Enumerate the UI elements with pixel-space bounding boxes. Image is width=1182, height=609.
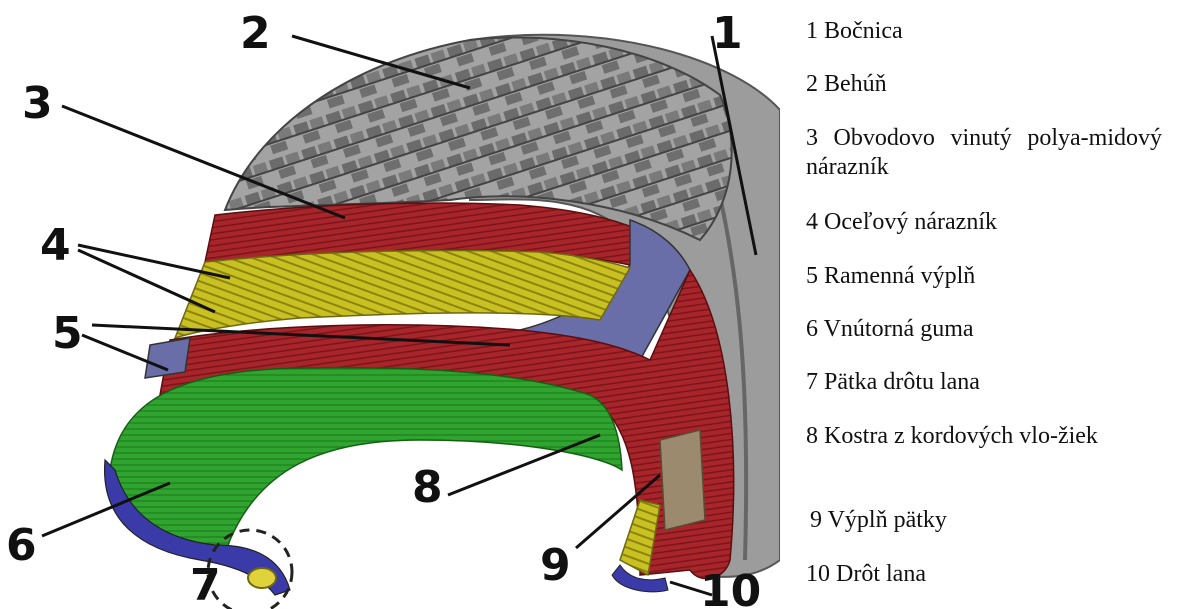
- callout-2: 2: [240, 8, 271, 59]
- legend-item-1: 1 Bočnica: [806, 17, 1162, 46]
- callout-8: 8: [412, 462, 443, 513]
- legend-item-8: 8 Kostra z kordových vlo-žiek: [806, 422, 1162, 451]
- tire-cross-section-illustration: 1 2 3 4 5 6 7 8 9 10: [0, 0, 780, 609]
- legend-item-5: 5 Ramenná výplň: [806, 262, 1162, 291]
- callout-3: 3: [22, 78, 53, 129]
- legend-item-10: 10 Drôt lana: [806, 560, 1162, 589]
- callout-1: 1: [712, 8, 743, 59]
- callout-5: 5: [52, 308, 83, 359]
- callout-6: 6: [6, 520, 37, 571]
- legend-item-9: 9 Výplň pätky: [810, 506, 1166, 535]
- legend-item-3: 3 Obvodovo vinutý polya-midový nárazník: [806, 124, 1162, 182]
- legend-item-6: 6 Vnútorná guma: [806, 315, 1162, 344]
- callout-4: 4: [40, 220, 71, 271]
- legend-item-2: 2 Behúň: [806, 70, 1162, 99]
- callout-9: 9: [540, 540, 571, 591]
- legend-item-7: 7 Pätka drôtu lana: [806, 368, 1162, 397]
- left-bead-wire: [248, 568, 276, 588]
- legend-item-4: 4 Oceľový nárazník: [806, 208, 1162, 237]
- legend-list: 1 Bočnica 2 Behúň 3 Obvodovo vinutý poly…: [806, 0, 1162, 609]
- callout-10: 10: [700, 566, 761, 609]
- bead-filler-layer: [660, 430, 705, 530]
- inner-liner-layer: [110, 368, 622, 561]
- callout-7: 7: [190, 560, 221, 609]
- left-shoulder-filler: [145, 338, 190, 378]
